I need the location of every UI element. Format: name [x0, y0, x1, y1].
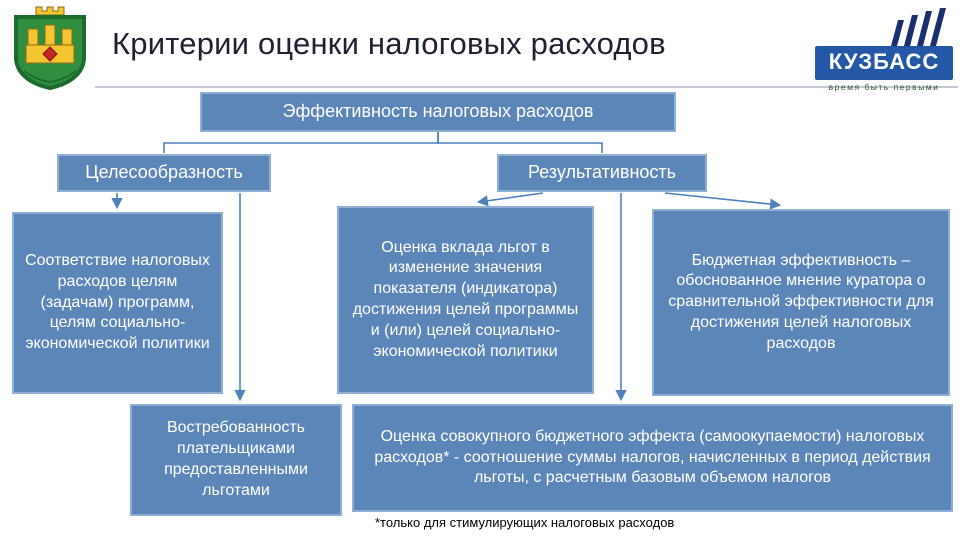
page-title: Критерии оценки налоговых расходов	[112, 26, 666, 61]
box-compliance: Соответствие налоговых расходов целям (з…	[12, 212, 223, 394]
kuzbass-logo: КУЗБАСС время быть первыми	[813, 8, 955, 92]
box-aggregate-budget-effect: Оценка совокупного бюджетного эффекта (с…	[352, 404, 953, 512]
box-taxpayer-demand: Востребованность плательщиками предостав…	[130, 404, 342, 516]
kuzbass-stripes-icon	[891, 8, 946, 46]
box-budget-effectiveness: Бюджетная эффективность – обоснованное м…	[652, 209, 950, 396]
city-coat-of-arms-icon	[14, 6, 86, 91]
title-divider	[95, 86, 958, 88]
footnote: *только для стимулирующих налоговых расх…	[375, 515, 675, 530]
box-contribution-assessment: Оценка вклада льгот в изменение значения…	[337, 206, 594, 394]
kuzbass-tagline: время быть первыми	[828, 82, 940, 92]
box-effectiveness-root: Эффективность налоговых расходов	[200, 92, 676, 132]
kuzbass-wordmark: КУЗБАСС	[815, 46, 953, 80]
box-expediency: Целесообразность	[57, 154, 271, 192]
box-resultativeness: Результативность	[497, 154, 707, 192]
